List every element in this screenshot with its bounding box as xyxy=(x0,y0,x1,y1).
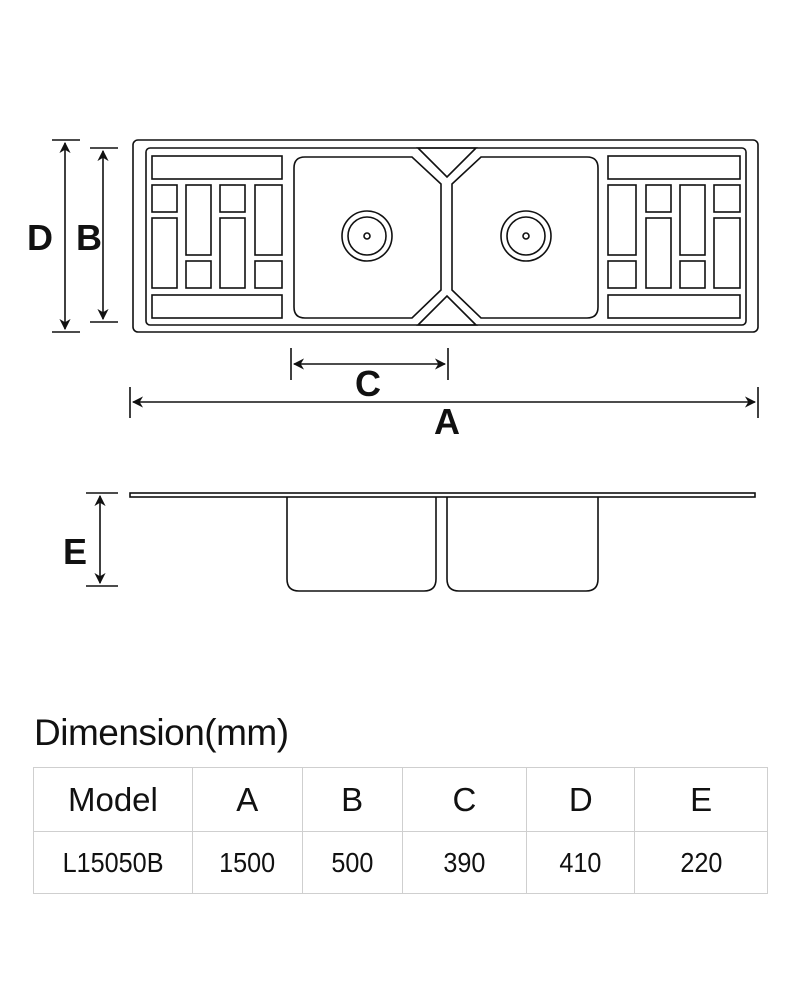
header-B: B xyxy=(301,767,403,832)
header-A: A xyxy=(191,767,303,832)
label-B: B xyxy=(76,217,102,258)
label-C: C xyxy=(355,363,381,404)
dimension-table: Model A B C D E L15050B 1500 500 390 410… xyxy=(33,767,768,894)
header-E: E xyxy=(634,767,768,832)
cell-model: L15050B xyxy=(33,831,193,894)
sink-technical-drawing: D B C A E xyxy=(27,139,759,592)
left-drain xyxy=(341,210,393,262)
side-view-left-bowl xyxy=(286,497,437,592)
dimension-table-title: Dimension(mm) xyxy=(34,712,289,753)
sink-top-view xyxy=(132,139,759,333)
dimension-lines xyxy=(52,139,759,587)
cell-A: 1500 xyxy=(191,831,303,894)
cell-B: 500 xyxy=(301,831,403,894)
right-drainboard xyxy=(607,155,741,319)
table-header-row: Model A B C D E xyxy=(33,767,768,832)
cell-C: 390 xyxy=(401,831,528,894)
sink-outer-rim xyxy=(132,139,759,333)
cell-D: 410 xyxy=(526,831,636,894)
center-divider-bottom xyxy=(416,294,478,326)
cell-E: 220 xyxy=(634,831,768,894)
side-view-right-bowl xyxy=(446,497,599,592)
label-A: A xyxy=(434,401,460,442)
left-bowl xyxy=(293,156,442,319)
header-D: D xyxy=(526,767,636,832)
right-drain xyxy=(500,210,552,262)
label-D: D xyxy=(27,217,53,258)
left-drainboard xyxy=(151,155,283,319)
table-row: L15050B 1500 500 390 410 220 xyxy=(33,831,768,894)
header-C: C xyxy=(401,767,528,832)
side-view-top-plate xyxy=(129,492,756,498)
label-E: E xyxy=(63,531,87,572)
header-model: Model xyxy=(33,767,193,832)
sink-side-view xyxy=(129,492,756,592)
center-divider-top xyxy=(416,147,478,179)
right-bowl xyxy=(451,156,599,319)
sink-inner-rim xyxy=(145,147,747,326)
